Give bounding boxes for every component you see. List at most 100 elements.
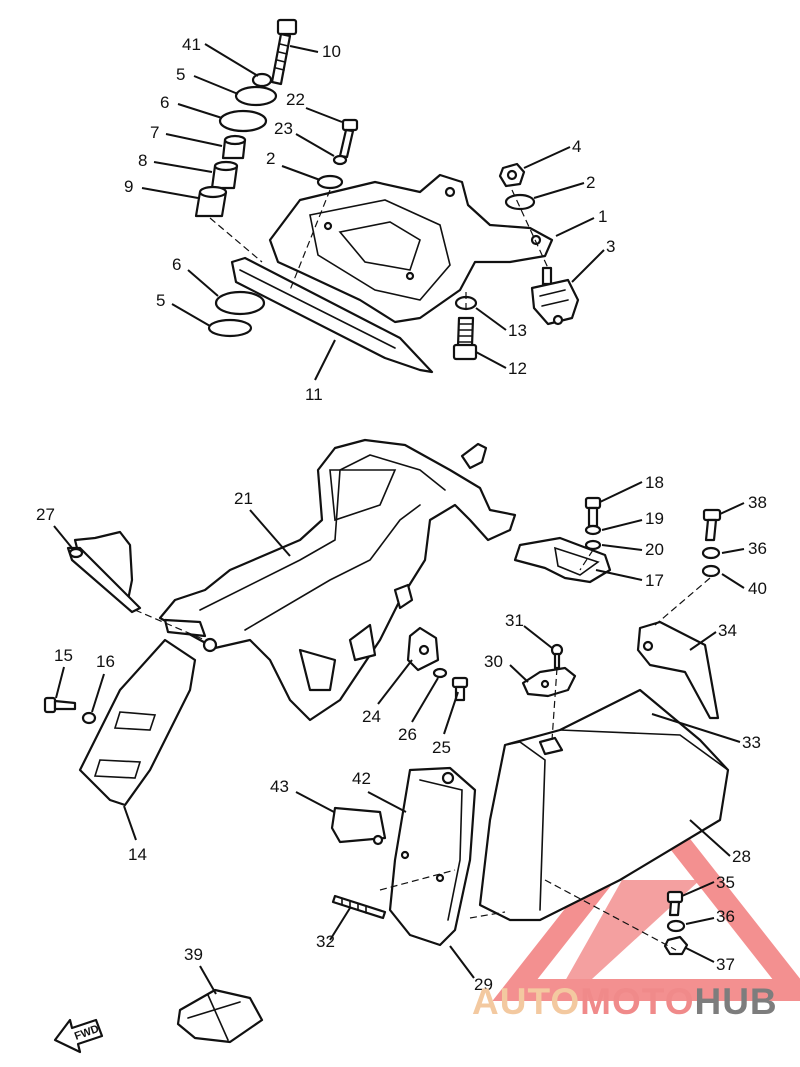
leader-line-32 <box>329 907 351 941</box>
callout-18: 18 <box>645 473 664 492</box>
bolt-32 <box>331 894 387 920</box>
nut-4 <box>498 162 526 188</box>
leader-line-5b <box>171 303 211 327</box>
callout-28: 28 <box>732 847 751 866</box>
leader-line-23 <box>295 133 335 157</box>
callout-14: 14 <box>128 845 147 864</box>
watermark-moto: MOTO <box>580 981 694 1022</box>
callout-26: 26 <box>398 725 417 744</box>
leader-line-21 <box>249 509 291 557</box>
callout-42: 42 <box>352 769 371 788</box>
svg-text:AUTOMOTOHUB: AUTOMOTOHUB <box>472 981 778 1022</box>
callout-9: 9 <box>124 177 133 196</box>
callout-13: 13 <box>508 321 527 340</box>
watermark-auto: AUTO <box>472 981 580 1022</box>
callout-35: 35 <box>716 873 735 892</box>
washer-16 <box>81 711 97 725</box>
callout-39: 39 <box>184 945 203 964</box>
leader-line-31 <box>523 625 553 649</box>
callout-25: 25 <box>432 738 451 757</box>
leader-line-9 <box>141 187 199 199</box>
washer-19 <box>584 524 602 536</box>
leader-line-3 <box>571 249 605 283</box>
callout-23: 23 <box>274 119 293 138</box>
collar-8 <box>210 160 239 190</box>
leader-line-30 <box>509 664 529 683</box>
callout-38: 38 <box>748 493 767 512</box>
callout-30: 30 <box>484 652 503 671</box>
callout-24: 24 <box>362 707 381 726</box>
callout-34: 34 <box>718 621 737 640</box>
callout-12: 12 <box>508 359 527 378</box>
callout-43: 43 <box>270 777 289 796</box>
leader-line-28 <box>689 819 731 857</box>
screw-31 <box>550 643 564 670</box>
leader-line-26 <box>411 677 439 723</box>
collar-7 <box>221 134 247 160</box>
leader-line-36a <box>721 548 745 554</box>
callout-32: 32 <box>316 932 335 951</box>
bolt-35 <box>666 890 684 917</box>
callout-40: 40 <box>748 579 767 598</box>
callout-8: 8 <box>138 151 147 170</box>
callout-41: 41 <box>182 35 201 54</box>
bolt-18 <box>584 496 602 528</box>
watermark-hub: HUB <box>694 981 777 1022</box>
callout-6b: 6 <box>172 255 181 274</box>
callout-1: 1 <box>598 207 607 226</box>
leader-line-2a <box>281 165 321 181</box>
callout-2a: 2 <box>266 149 275 168</box>
leader-line-38 <box>719 502 745 515</box>
rubber-6-upper <box>218 109 268 133</box>
leader-line-37 <box>685 947 715 963</box>
leader-line-41 <box>204 43 259 77</box>
washer-36-lower <box>666 919 686 933</box>
panel-14 <box>78 638 197 807</box>
washer-2-left <box>316 174 344 190</box>
washer-26 <box>432 667 448 679</box>
leader-line-27 <box>53 525 73 549</box>
callout-17: 17 <box>645 571 664 590</box>
clamp-30 <box>521 666 577 698</box>
leader-line-6a <box>177 103 223 119</box>
leader-line-33 <box>651 713 741 743</box>
leader-line-16 <box>91 673 105 713</box>
callout-19: 19 <box>645 509 664 528</box>
frame-21 <box>158 438 517 722</box>
callout-31: 31 <box>505 611 524 630</box>
leader-line-7 <box>165 133 223 147</box>
leader-line-19 <box>601 519 643 531</box>
bolt-38 <box>702 508 722 542</box>
callout-21: 21 <box>234 489 253 508</box>
leader-line-35 <box>681 881 715 897</box>
callout-7: 7 <box>150 123 159 142</box>
leader-line-36b <box>685 917 715 925</box>
leader-line-11 <box>314 339 336 381</box>
leader-line-2b <box>533 182 585 199</box>
bracket-34 <box>636 620 720 720</box>
leader-line-42 <box>367 791 407 813</box>
callout-3: 3 <box>606 237 615 256</box>
leader-line-13 <box>475 307 507 331</box>
bolt-12 <box>452 316 478 361</box>
bracket-1 <box>268 173 554 324</box>
washer-2-right <box>504 193 536 211</box>
tank-28 <box>478 688 730 922</box>
callout-33: 33 <box>742 733 761 752</box>
leader-line-43 <box>295 791 335 813</box>
callout-37: 37 <box>716 955 735 974</box>
strap-39 <box>176 988 264 1044</box>
washer-20 <box>584 539 602 551</box>
leader-line-29 <box>449 945 475 979</box>
callout-5a: 5 <box>176 65 185 84</box>
bracket-24 <box>406 626 440 672</box>
washer-23 <box>332 154 348 166</box>
washer-36-upper <box>701 546 721 560</box>
callout-27: 27 <box>36 505 55 524</box>
fwd-arrow-icon: FWD <box>53 1018 104 1054</box>
plate-43 <box>330 806 387 846</box>
callout-20: 20 <box>645 540 664 559</box>
bolt-15 <box>43 696 77 714</box>
callout-10: 10 <box>322 42 341 61</box>
